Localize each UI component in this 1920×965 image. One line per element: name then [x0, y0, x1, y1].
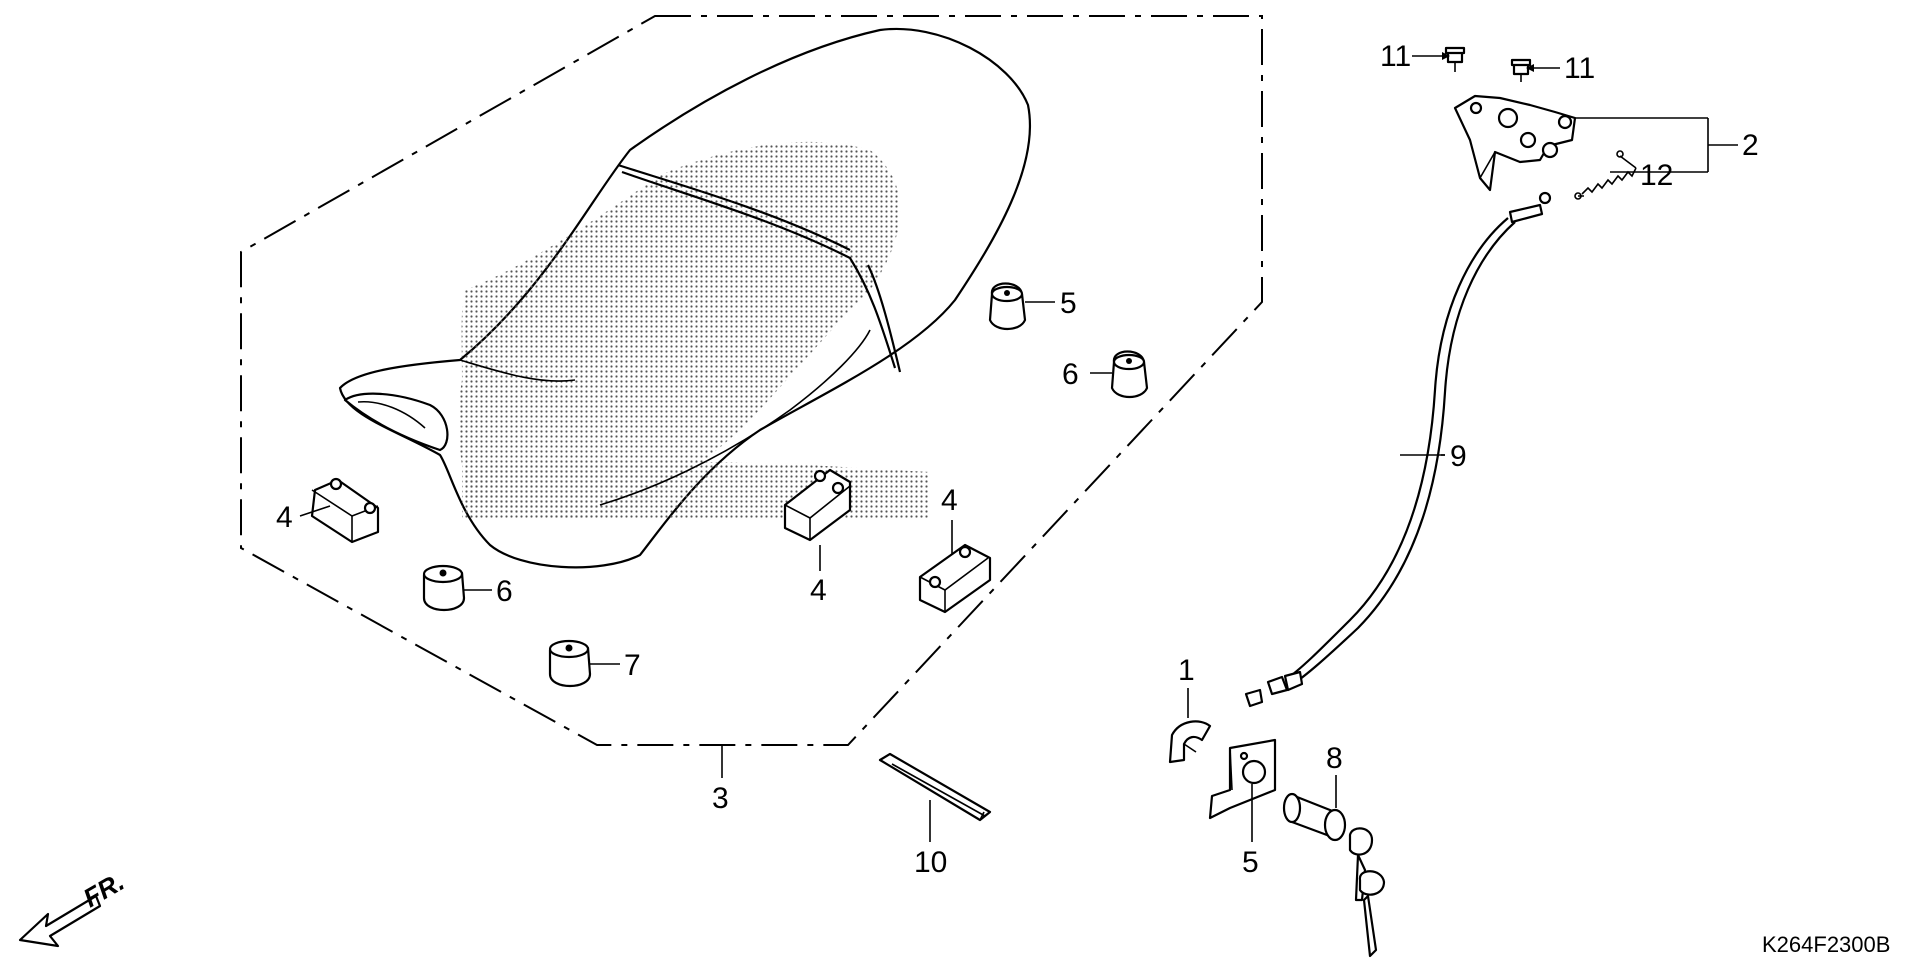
- stopper-icon[interactable]: [422, 564, 466, 611]
- callout-5-upper: 5: [1060, 287, 1077, 320]
- callout-11-right: 11: [1564, 52, 1595, 85]
- drawing-code: K264F2300B: [1762, 932, 1890, 957]
- rubber-icon[interactable]: [310, 477, 380, 544]
- bracket-icon[interactable]: [1453, 94, 1577, 192]
- front-direction-arrow: [18, 894, 102, 948]
- spring-icon[interactable]: [1574, 150, 1637, 200]
- rubber-icon[interactable]: [783, 468, 852, 542]
- cushion-icon[interactable]: [988, 282, 1027, 331]
- holder-icon[interactable]: [1208, 738, 1277, 820]
- callout-10: 10: [914, 846, 947, 879]
- bolt-icon[interactable]: [1510, 58, 1532, 82]
- callout-4-left: 4: [276, 501, 293, 534]
- callout-3: 3: [712, 782, 729, 815]
- callout-4-right: 4: [941, 484, 958, 517]
- callout-9: 5: [1242, 846, 1259, 879]
- cable-icon[interactable]: [1244, 191, 1552, 708]
- callout-1: 1: [1178, 654, 1195, 687]
- callout-5-lower: 6: [1062, 358, 1079, 391]
- leader-lines: [299, 52, 1738, 842]
- rubber-icon[interactable]: [918, 543, 992, 614]
- cushion-icon[interactable]: [1110, 350, 1149, 399]
- callout-7: 8: [1326, 742, 1343, 775]
- callout-6-lower: 7: [624, 649, 641, 682]
- stopper-icon[interactable]: [548, 639, 592, 687]
- callout-4-middle: 4: [810, 574, 827, 607]
- callout-6-upper: 6: [496, 575, 513, 608]
- seat-icon[interactable]: [338, 27, 1032, 569]
- key-icon[interactable]: [1282, 792, 1386, 958]
- seat-logo-pattern: [458, 141, 901, 518]
- band-icon[interactable]: [878, 752, 992, 822]
- seat-logo-letters: [462, 461, 930, 520]
- bolt-icon[interactable]: [1444, 46, 1466, 72]
- callout-8: 9: [1450, 440, 1467, 473]
- callout-12: 12: [1640, 159, 1673, 192]
- callout-2: 2: [1742, 129, 1759, 162]
- callout-11-left: 11: [1380, 40, 1411, 73]
- clip-icon[interactable]: [1168, 720, 1212, 764]
